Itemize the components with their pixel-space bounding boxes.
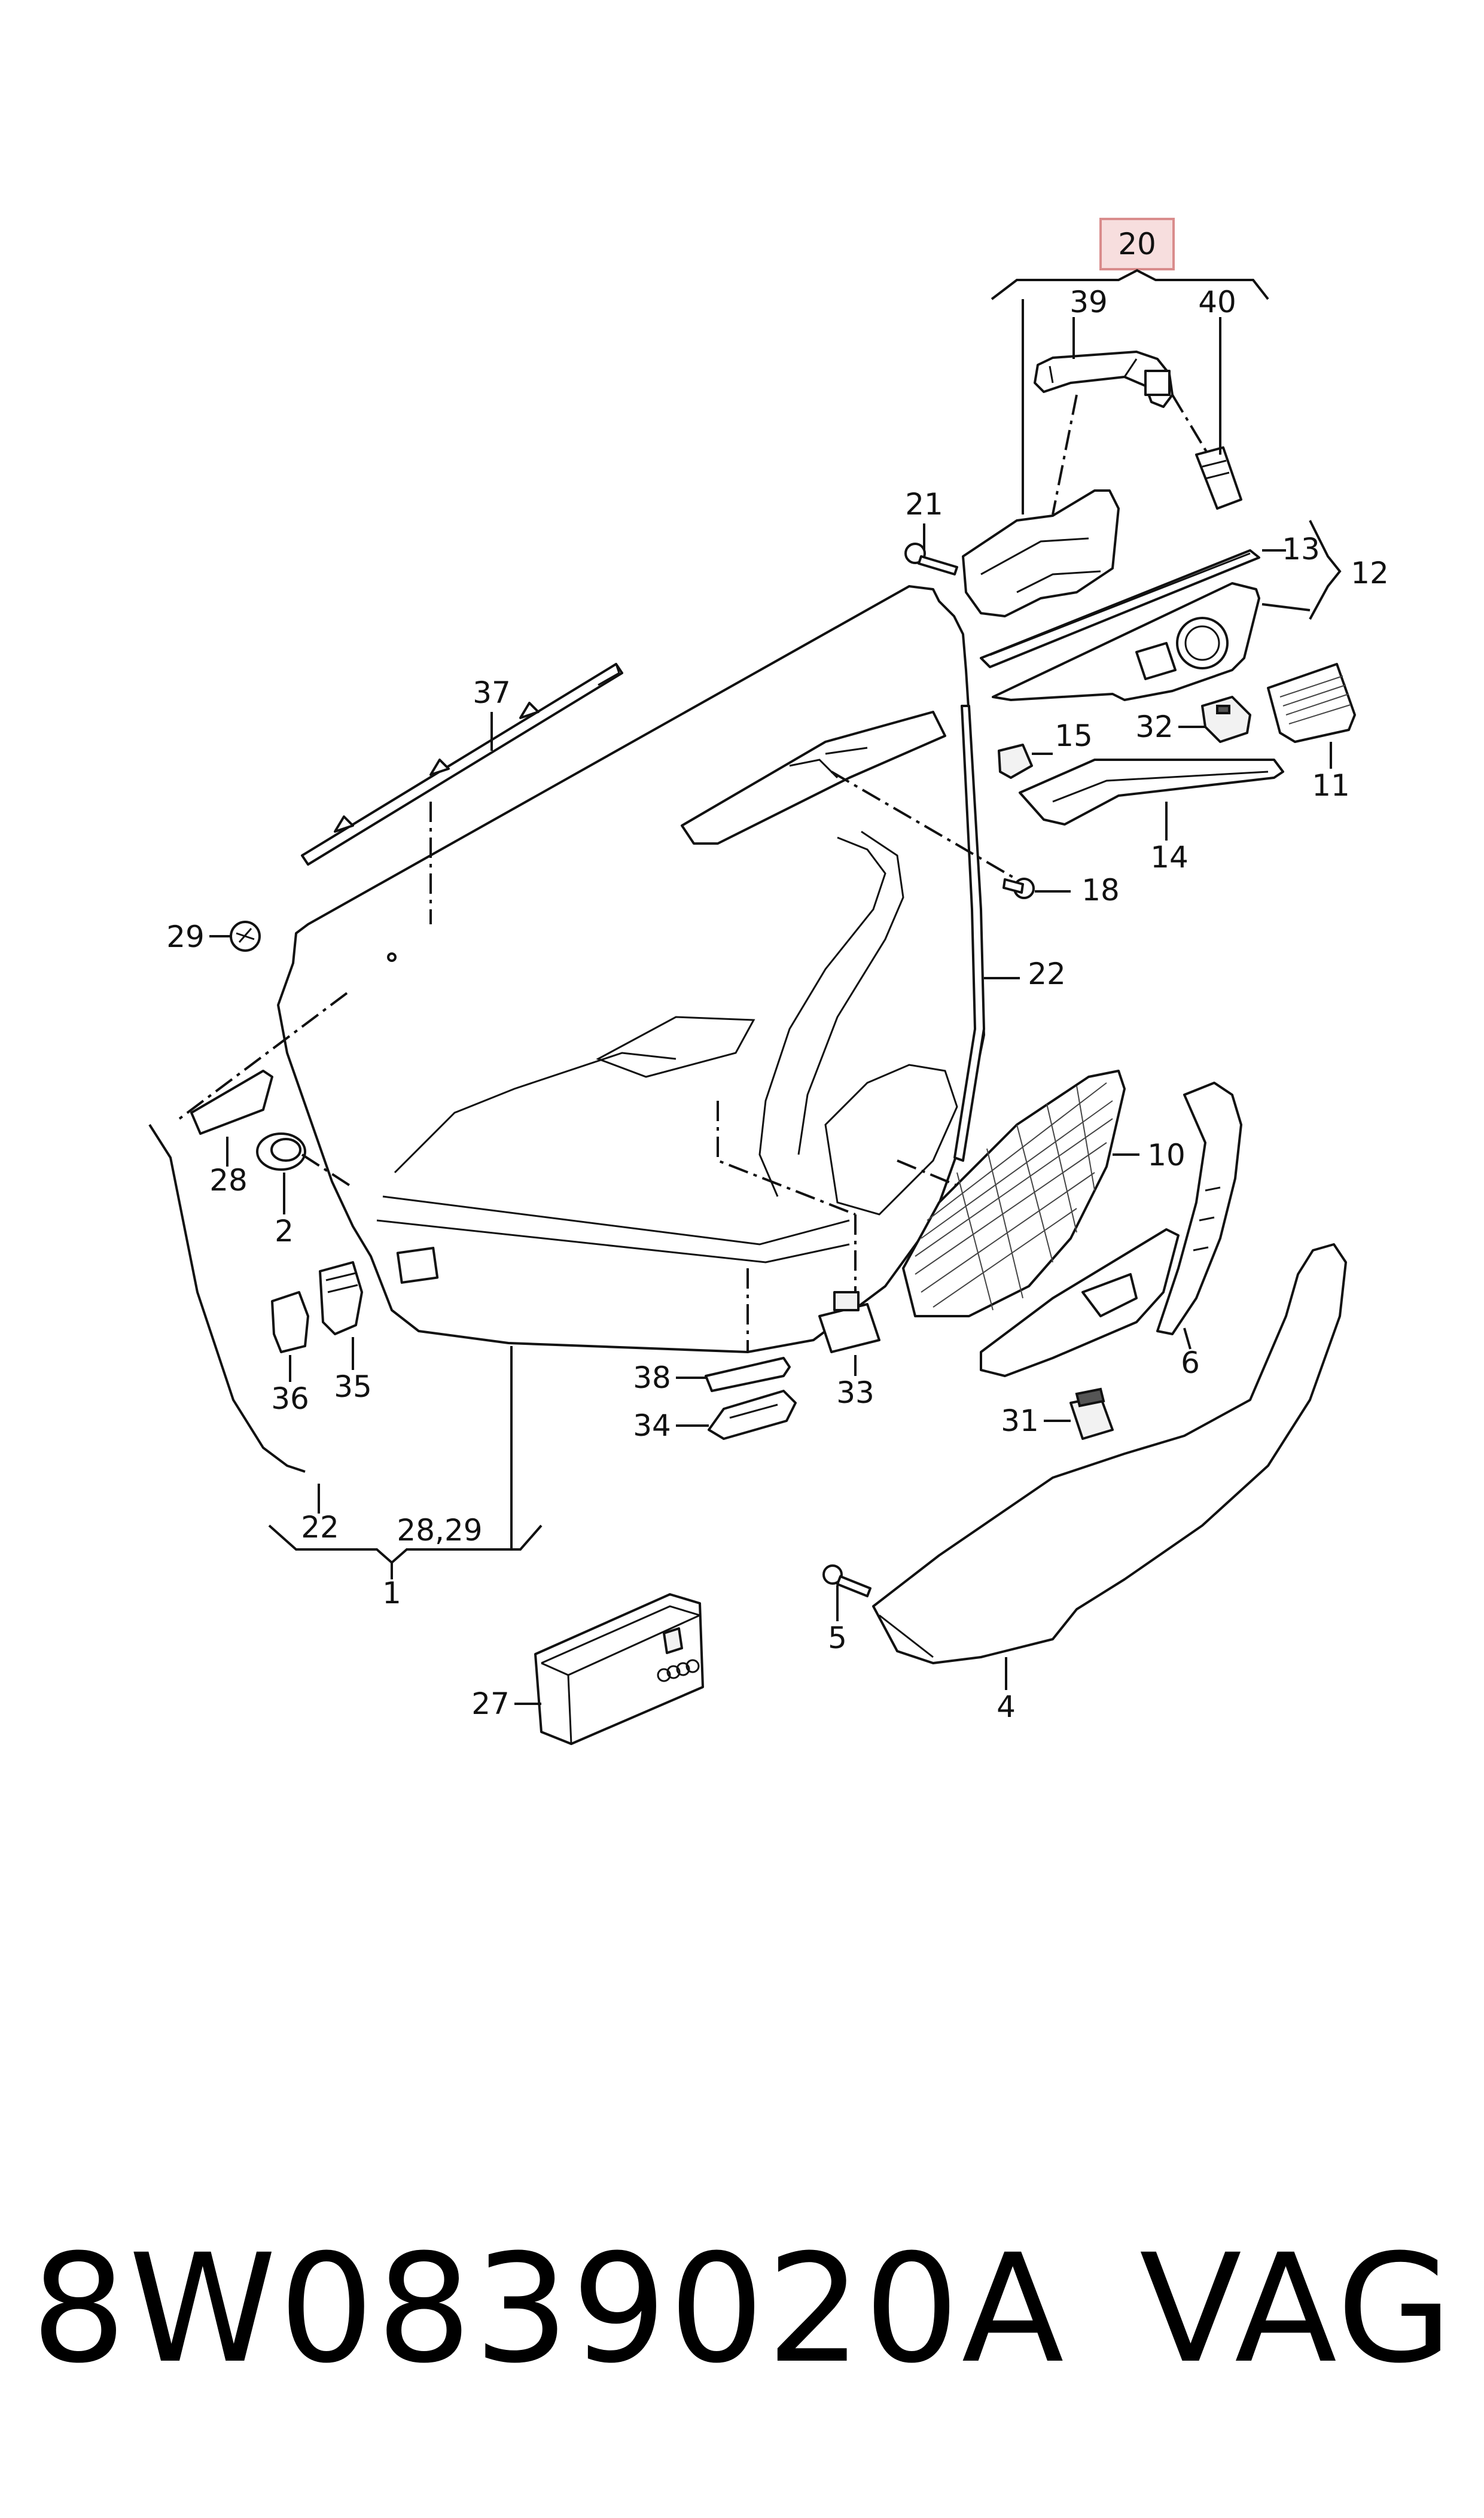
- part-4-armrest: [872, 1243, 1347, 1664]
- dash-handle: [717, 1101, 856, 1216]
- label-18: 18: [1081, 873, 1120, 908]
- label-13: 13: [1282, 532, 1320, 567]
- part-22-seal-left: [148, 1123, 306, 1473]
- footer: 8W0839020A VAG: [0, 2225, 1484, 2393]
- part-15-clip: [998, 744, 1033, 779]
- label-2: 2: [275, 1214, 294, 1249]
- label-1: 1: [382, 1576, 401, 1610]
- label-14: 14: [1150, 840, 1189, 875]
- part-34-lamp: [708, 1390, 797, 1440]
- part-2-button: [256, 1132, 306, 1171]
- label-33: 33: [836, 1375, 874, 1410]
- part-29-clip: [230, 921, 261, 952]
- part-10-mesh: [902, 1070, 1126, 1317]
- label-39: 39: [1069, 285, 1108, 319]
- part-handle-bracket: [962, 489, 1120, 617]
- label-31: 31: [1001, 1403, 1039, 1438]
- part-14-trim: [1019, 759, 1284, 826]
- part-31-switch: [1069, 1387, 1114, 1440]
- part-22-seal-right: [953, 705, 985, 1162]
- label-22-left: 22: [301, 1510, 339, 1545]
- label-40: 40: [1198, 285, 1236, 319]
- part-37-rail: [301, 663, 623, 866]
- part-1-door-panel: [277, 585, 985, 1353]
- part-6-bezel: [980, 1228, 1180, 1377]
- label-5: 5: [828, 1621, 847, 1655]
- label-22-right: 22: [1028, 957, 1066, 991]
- part-33-switch: [818, 1291, 880, 1353]
- leader-6: [1183, 1327, 1192, 1350]
- label-21: 21: [905, 487, 943, 522]
- callout-20[interactable]: 20: [1099, 218, 1175, 270]
- label-28-29: 28,29: [397, 1513, 482, 1548]
- label-4: 4: [997, 1689, 1016, 1724]
- leader-12: [1261, 603, 1311, 611]
- part-28-trim: [190, 1070, 273, 1135]
- part-27-box: [534, 1593, 704, 1745]
- label-20: 20: [1118, 227, 1156, 261]
- label-38: 38: [633, 1360, 671, 1395]
- part-38-lens: [705, 1357, 791, 1392]
- label-15: 15: [1055, 718, 1093, 753]
- label-34: 34: [633, 1408, 671, 1443]
- label-29: 29: [166, 919, 205, 954]
- bracket-20: [991, 269, 1269, 300]
- part-39-handle: [1034, 351, 1174, 408]
- part-36-cap: [271, 1291, 309, 1353]
- bracket-12: [1309, 520, 1342, 620]
- brand-name: VAG: [1139, 2222, 1455, 2396]
- dash-40: [1171, 394, 1209, 456]
- label-10: 10: [1147, 1138, 1186, 1173]
- label-35: 35: [334, 1369, 372, 1404]
- label-27: 27: [471, 1686, 510, 1721]
- label-37: 37: [473, 675, 511, 710]
- label-11: 11: [1312, 768, 1350, 803]
- part-number: 8W0839020A: [31, 2222, 1066, 2396]
- part-13-strip: [980, 549, 1260, 668]
- label-36: 36: [271, 1381, 309, 1416]
- part-21-screw: [904, 543, 958, 576]
- part-32-switch: [1201, 696, 1251, 743]
- dash-39: [1052, 394, 1078, 515]
- part-5-screw: [822, 1564, 871, 1597]
- dash-2: [301, 1153, 354, 1189]
- label-12: 12: [1351, 556, 1389, 590]
- part-11-grille: [1267, 663, 1356, 743]
- part-35-connector: [319, 1261, 363, 1335]
- part-18-screw: [1002, 878, 1035, 899]
- label-6: 6: [1181, 1345, 1200, 1380]
- part-6-pillar: [1156, 1082, 1242, 1335]
- label-28: 28: [209, 1163, 248, 1198]
- part-switch-panel: [992, 582, 1260, 701]
- label-32: 32: [1135, 710, 1174, 744]
- part-40-connector: [1195, 446, 1242, 510]
